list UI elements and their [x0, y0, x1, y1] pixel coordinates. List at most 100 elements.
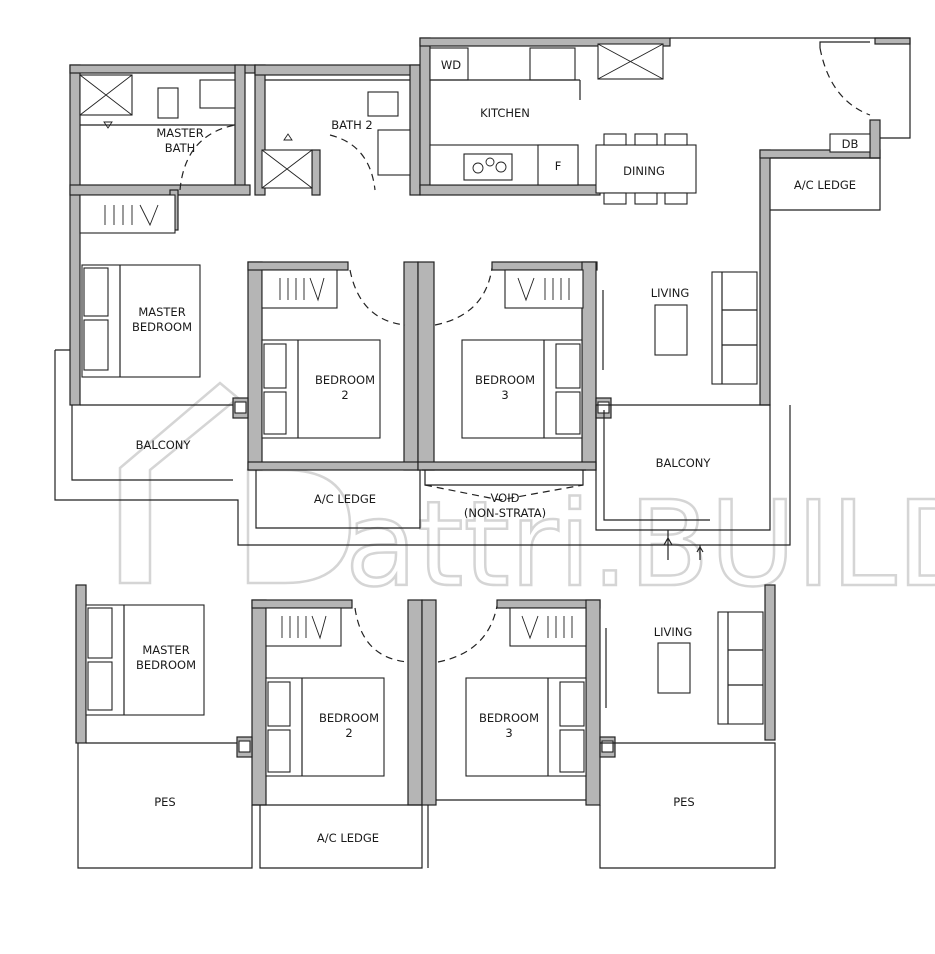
room-labels: MASTER BATH BATH 2 WD KITCHEN F DINING D… [132, 58, 858, 845]
label-living-upper: LIVING [651, 286, 690, 300]
pillow [559, 681, 585, 727]
label-bedroom3-upper-2: 3 [501, 388, 508, 402]
wardrobe [261, 269, 338, 309]
fridge [537, 144, 579, 186]
wall [251, 599, 267, 806]
label-void-1: VOID [491, 491, 520, 505]
wall [417, 261, 435, 471]
label-fridge: F [555, 159, 562, 173]
label-bath2: BATH 2 [331, 118, 373, 132]
wall [407, 599, 423, 806]
wall [759, 149, 771, 406]
chair-icon [664, 192, 688, 205]
pillow [83, 319, 109, 371]
watermark-logo: attri.BUILD [118, 381, 935, 614]
wall [409, 64, 421, 196]
pillow [267, 681, 291, 727]
label-balcony-left: BALCONY [136, 438, 192, 452]
washer-dryer [429, 47, 469, 81]
upper-unit [54, 37, 911, 560]
label-ac-ledge-upper-mid: A/C LEDGE [314, 492, 376, 506]
sofa-icon [711, 271, 758, 385]
wall [581, 261, 597, 471]
chair-icon [603, 133, 627, 146]
db-box [829, 133, 871, 153]
wall [869, 119, 881, 159]
hob-icon [463, 153, 513, 181]
label-master-bedroom-upper-1: MASTER [138, 305, 185, 319]
wall [421, 599, 437, 806]
basin [199, 79, 236, 109]
label-pes-left: PES [154, 795, 176, 809]
label-wd: WD [441, 58, 461, 72]
wall [75, 584, 87, 744]
label-bedroom2-lower-1: BEDROOM [319, 711, 379, 725]
toilet [367, 91, 399, 117]
wall [403, 261, 419, 471]
wall [247, 261, 349, 271]
pillow [87, 661, 113, 711]
wardrobe [265, 607, 342, 647]
label-db: DB [842, 137, 859, 151]
label-master-bedroom-lower-2: BEDROOM [136, 658, 196, 672]
pillow [263, 343, 287, 389]
lower-unit [75, 584, 776, 869]
wall [311, 149, 321, 196]
pillow [263, 391, 287, 435]
label-kitchen: KITCHEN [480, 106, 530, 120]
label-master-bedroom-upper-2: BEDROOM [132, 320, 192, 334]
pillow [87, 607, 113, 659]
wall [247, 461, 419, 471]
wall [496, 599, 601, 609]
wall [234, 64, 246, 191]
chair-icon [634, 133, 658, 146]
label-pes-right: PES [673, 795, 695, 809]
pillow [83, 267, 109, 317]
chair-icon [603, 192, 627, 205]
label-void-2: (NON-STRATA) [464, 506, 546, 520]
wall [419, 37, 431, 189]
wall [69, 64, 81, 406]
wall [764, 584, 776, 741]
label-master-bath-1: MASTER [156, 126, 203, 140]
coffee-table [654, 304, 688, 356]
label-ac-ledge-lower: A/C LEDGE [317, 831, 379, 845]
label-bedroom2-lower-2: 2 [345, 726, 352, 740]
column-marker [238, 740, 251, 753]
label-ac-ledge-upper-right: A/C LEDGE [794, 178, 856, 192]
label-living-lower: LIVING [654, 625, 693, 639]
label-bedroom3-lower-2: 3 [505, 726, 512, 740]
wall [874, 37, 911, 45]
label-bedroom2-upper-2: 2 [341, 388, 348, 402]
dining-table [595, 144, 697, 194]
sink [529, 47, 576, 81]
wardrobe [504, 269, 584, 309]
label-bedroom2-upper-1: BEDROOM [315, 373, 375, 387]
wall [419, 37, 671, 47]
wall [417, 461, 597, 471]
basin [377, 129, 411, 176]
wall [251, 599, 353, 609]
label-master-bath-2: BATH [165, 141, 196, 155]
label-master-bedroom-lower-1: MASTER [142, 643, 189, 657]
wall [254, 64, 421, 76]
chair-icon [634, 192, 658, 205]
column-marker [234, 401, 247, 414]
watermark-text: attri.BUILD [345, 475, 935, 613]
pillow [555, 343, 581, 389]
wall [419, 184, 601, 196]
chair-icon [664, 133, 688, 146]
toilet [157, 87, 179, 119]
pillow [559, 729, 585, 773]
label-balcony-right: BALCONY [656, 456, 712, 470]
column-marker [601, 740, 614, 753]
sofa-icon [717, 611, 764, 725]
pillow [267, 729, 291, 773]
pillow [555, 391, 581, 435]
wall [69, 184, 251, 196]
wall [69, 64, 256, 74]
label-dining: DINING [623, 164, 665, 178]
wardrobe [79, 194, 176, 234]
wall [247, 261, 263, 471]
